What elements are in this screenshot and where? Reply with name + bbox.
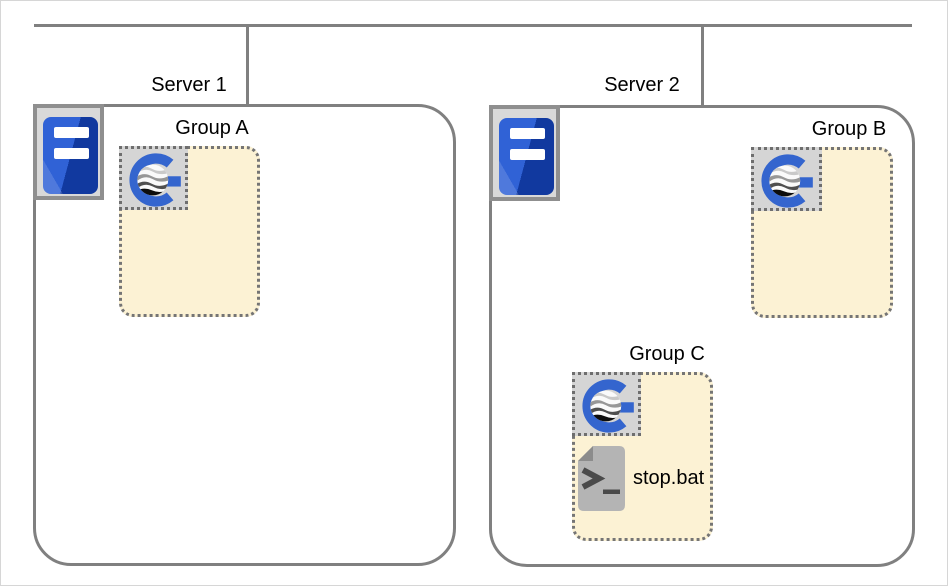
groupC-label: Group C <box>629 343 705 365</box>
geoserver-logo-icon <box>751 147 822 211</box>
server1-drop-line <box>246 24 249 105</box>
network-bus-line <box>34 24 912 27</box>
server-icon <box>489 105 560 201</box>
server-icon-body <box>499 118 554 195</box>
server-icon-body <box>43 117 98 194</box>
stop-bat-label: stop.bat <box>633 467 705 489</box>
groupA-label: Group A <box>175 117 249 139</box>
server-icon-slot <box>510 149 545 160</box>
batch-script-icon <box>578 446 625 511</box>
geoserver-logo-icon <box>572 372 641 436</box>
geoserver-logo-icon <box>119 146 188 210</box>
server-icon-slot <box>54 127 89 138</box>
server2-drop-line <box>701 24 704 106</box>
server-icon-slot <box>54 148 89 159</box>
server-icon <box>33 104 104 200</box>
server1-label: Server 1 <box>151 74 227 96</box>
server2-label: Server 2 <box>604 74 680 96</box>
groupB-label: Group B <box>811 118 887 140</box>
server-icon-slot <box>510 128 545 139</box>
